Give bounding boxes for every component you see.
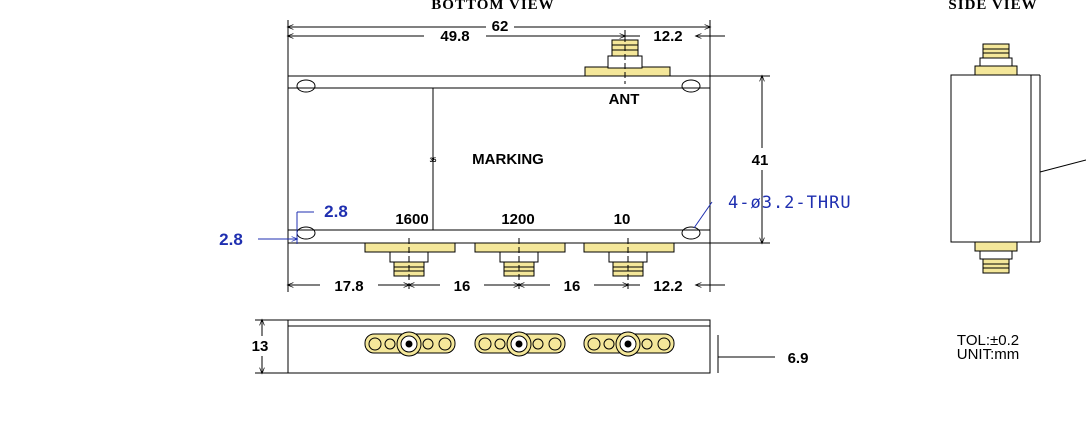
bottom-view-title: BOTTOM VIEW	[431, 0, 554, 13]
side-view-title: SIDE VIEW	[948, 0, 1037, 13]
dim-last-port-to-right: 12.2	[653, 278, 682, 295]
dim-connector-height: 6.9	[788, 350, 809, 367]
dim-overall-width: 62	[492, 18, 509, 35]
side-body	[950, 74, 1032, 243]
unit-note: UNIT:mm	[957, 346, 1020, 363]
edge-connector-3	[583, 331, 675, 357]
connector-port-1600	[364, 238, 456, 292]
mounting-hole	[681, 79, 701, 93]
side-connector-bottom	[974, 241, 1018, 274]
holes-note: 4-ø3.2-THRU	[728, 193, 852, 213]
holes-note-leader	[693, 201, 713, 229]
dim-hole-offset-y: 2.8	[219, 230, 243, 249]
edge-connectors	[364, 331, 675, 357]
tolerance-note: TOL:±0.2	[957, 332, 1019, 349]
height-dimension	[710, 74, 770, 245]
side-view	[950, 74, 1086, 243]
marking-label: MARKING	[472, 151, 544, 168]
dim-hole-offset-x: 2.8	[324, 202, 348, 221]
edge-view	[287, 319, 711, 374]
mounting-hole	[296, 226, 316, 240]
bottom-dimensions	[286, 243, 725, 292]
ant-label: ANT	[609, 91, 640, 108]
dim-height: 41	[752, 152, 769, 169]
port-label-1200: 1200	[501, 211, 534, 228]
dim-port-pitch-2: 16	[564, 278, 581, 295]
connector-height-dimension	[717, 335, 775, 373]
marking-small-label: 35	[430, 158, 437, 164]
side-connector-top	[974, 43, 1018, 76]
edge-connector-1	[364, 331, 456, 357]
edge-connector-2	[474, 331, 566, 357]
dim-thickness: 13	[252, 338, 269, 355]
hole-offset-dimensions	[258, 211, 314, 244]
connector-port-10	[583, 238, 675, 292]
mounting-hole	[681, 226, 701, 240]
top-dimensions	[286, 20, 725, 76]
thickness-dimension	[255, 318, 288, 375]
mounting-hole	[296, 79, 316, 93]
dim-port-pitch-1: 16	[454, 278, 471, 295]
port-label-10: 10	[614, 211, 631, 228]
port-label-1600: 1600	[395, 211, 428, 228]
connector-port-1200	[474, 238, 566, 292]
dim-to-ant: 49.8	[440, 28, 469, 45]
ant-connector	[584, 36, 671, 84]
edge-outline	[287, 319, 711, 374]
dim-left-to-first-port: 17.8	[334, 278, 363, 295]
dim-ant-offset: 12.2	[653, 28, 682, 45]
